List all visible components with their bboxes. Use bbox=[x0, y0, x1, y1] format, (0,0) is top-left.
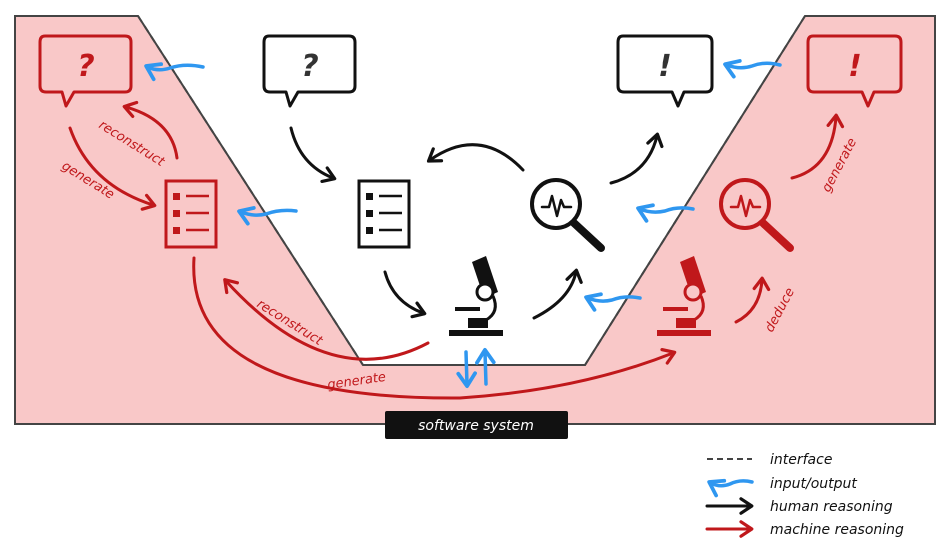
machine-microscope-icon bbox=[657, 256, 711, 336]
interface-boundary bbox=[137, 15, 806, 366]
machine-region bbox=[14, 15, 936, 425]
arrow-machine-generate-top bbox=[68, 126, 157, 211]
legend-item-input-output: input/output bbox=[707, 476, 857, 498]
io-arrow-magnifier bbox=[636, 203, 695, 223]
arrow-magnifier-to-checklist bbox=[426, 143, 525, 172]
arrow-machine-reconstruct-top bbox=[122, 100, 179, 160]
arrow-machine-deduce bbox=[734, 276, 771, 324]
io-arrow-question bbox=[144, 62, 205, 82]
io-arrow-microscope bbox=[584, 292, 642, 312]
machine-answer-bubble: ! bbox=[806, 34, 903, 108]
arrow-machine-generate-bottom bbox=[192, 256, 677, 400]
human-question-bubble: ? bbox=[262, 34, 357, 108]
exclamation-mark-icon: ! bbox=[848, 49, 862, 84]
arrow-machine-generate-right bbox=[790, 113, 845, 180]
legend-item-human-reasoning: human reasoning bbox=[705, 497, 893, 515]
software-system-label: software system bbox=[418, 418, 534, 434]
legend-item-machine-reasoning: machine reasoning bbox=[705, 520, 904, 538]
legend-label: human reasoning bbox=[770, 499, 893, 515]
io-arrow-answer bbox=[723, 59, 782, 79]
question-mark-icon: ? bbox=[77, 49, 94, 84]
io-arrows bbox=[144, 59, 782, 388]
legend: interface input/output human reasoning m… bbox=[705, 452, 904, 538]
human-checklist-icon bbox=[357, 179, 411, 249]
legend-item-interface: interface bbox=[707, 452, 832, 468]
software-system-bar: software system bbox=[385, 411, 568, 439]
arrow-magnifier-to-answer bbox=[609, 132, 664, 185]
human-magnifier-icon bbox=[530, 178, 605, 252]
arrow-question-to-checklist bbox=[289, 126, 337, 184]
io-arrow-down bbox=[456, 350, 477, 388]
human-arrows bbox=[289, 126, 664, 320]
arrow-machine-reconstruct-bottom bbox=[223, 278, 430, 361]
machine-checklist-icon bbox=[164, 179, 218, 249]
exclamation-mark-icon: ! bbox=[658, 49, 672, 84]
io-arrow-checklist bbox=[237, 206, 298, 226]
legend-label: interface bbox=[770, 452, 832, 468]
legend-label: machine reasoning bbox=[770, 522, 904, 538]
arrow-microscope-to-magnifier bbox=[532, 268, 583, 320]
io-arrow-up bbox=[475, 348, 496, 386]
human-microscope-icon bbox=[449, 256, 503, 336]
machine-magnifier-icon bbox=[719, 178, 794, 252]
machine-arrows bbox=[68, 100, 845, 400]
human-answer-bubble: ! bbox=[616, 34, 714, 108]
machine-question-bubble: ? bbox=[38, 34, 133, 108]
question-mark-icon: ? bbox=[301, 49, 318, 84]
arrow-checklist-to-microscope bbox=[383, 270, 427, 319]
legend-label: input/output bbox=[770, 476, 857, 492]
